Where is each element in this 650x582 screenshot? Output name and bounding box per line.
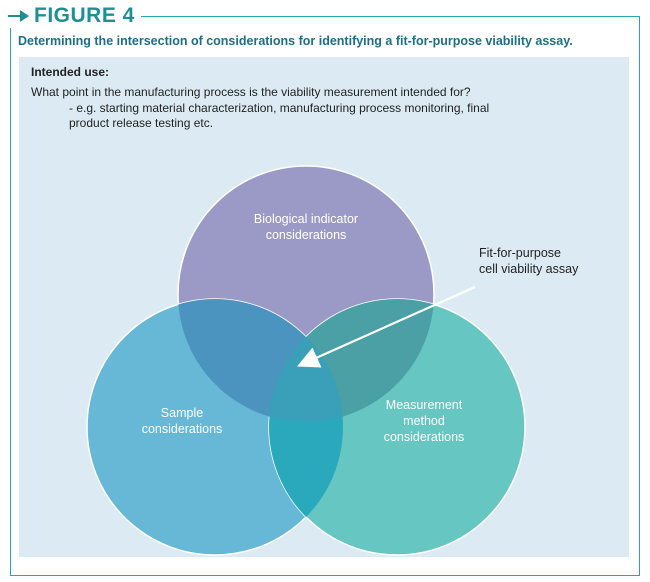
diagram-panel: Intended use: What point in the manufact… — [19, 57, 629, 557]
intended-use-question: What point in the manufacturing process … — [31, 85, 471, 99]
venn-label-left: Sample considerations — [141, 406, 223, 436]
venn-label-right: Measurement method considerations — [383, 398, 465, 444]
arrow-right-icon — [8, 9, 30, 23]
figure-frame — [10, 16, 640, 576]
venn-overlap-top-right — [269, 299, 434, 422]
figure-subtitle: Determining the intersection of consider… — [18, 34, 573, 48]
intended-use-label: Intended use: — [31, 65, 110, 79]
callout-label: Fit-for-purpose cell viability assay — [479, 246, 579, 276]
venn-overlap-top-left — [178, 299, 343, 422]
callout-arrow — [296, 285, 476, 368]
figure-header: FIGURE 4 — [2, 4, 141, 28]
figure-title: FIGURE 4 — [34, 4, 135, 27]
venn-diagram — [86, 165, 526, 556]
venn-label-top: Biological indicator considerations — [253, 212, 359, 242]
intended-use-examples: - e.g. starting material characterizatio… — [69, 101, 490, 130]
